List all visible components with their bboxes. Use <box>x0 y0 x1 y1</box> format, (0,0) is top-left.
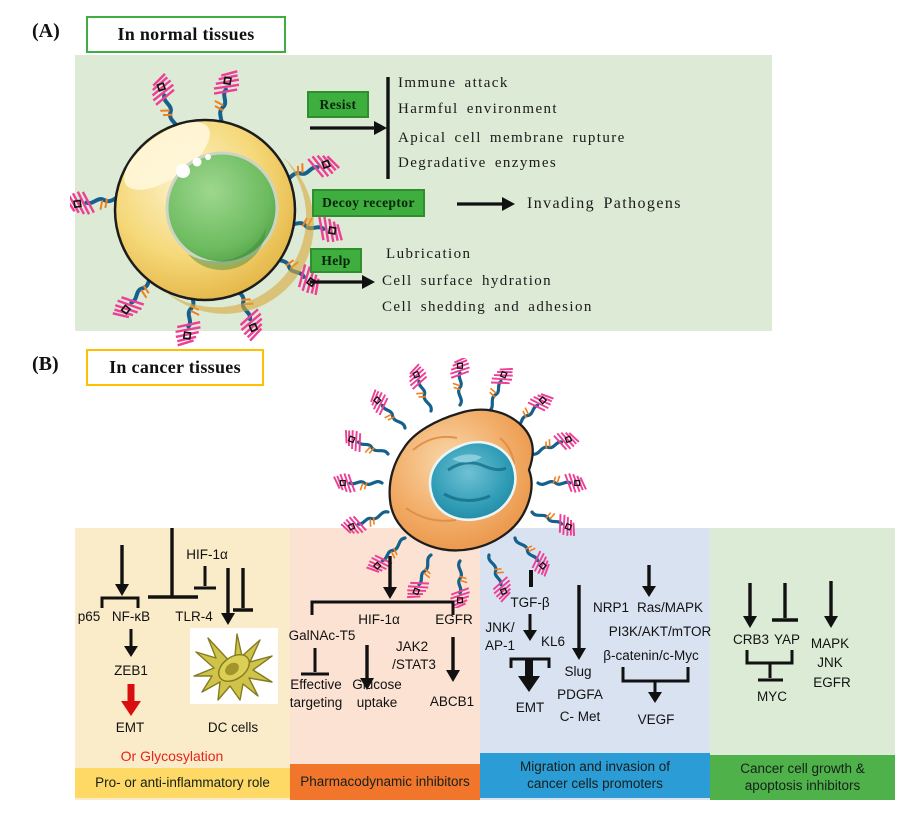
decoy-arrow <box>457 197 515 211</box>
node-crb3: CRB3 <box>732 632 770 647</box>
node-egfr-pharma: EGFR <box>435 612 473 627</box>
resist-item: Degradative enzymes <box>398 155 558 171</box>
pharmacodynamic-arrows <box>301 556 460 690</box>
growth-column-background <box>710 528 895 800</box>
growth-footer-line2: apoptosis inhibitors <box>744 777 861 793</box>
cancer-cell-illustration <box>332 358 588 608</box>
node-emt-inflammatory: EMT <box>115 720 145 735</box>
panel-b-title: In cancer tissues <box>86 349 264 386</box>
help-item: Cell surface hydration <box>382 273 553 289</box>
growth-footer-line1: Cancer cell growth & <box>740 760 865 776</box>
panel-a-title: In normal tissues <box>86 16 286 53</box>
growth-arrows <box>743 581 838 682</box>
node-jnk-ap1: JNK/ <box>485 620 515 635</box>
node-pdgfa: PDGFA <box>557 687 603 702</box>
dc-cell-illustration <box>193 633 273 701</box>
normal-cell-illustration <box>70 65 348 348</box>
migration-footer-line1: Migration and invasion of <box>519 758 671 774</box>
pharmacodynamic-footer-text: Pharmacodynamic inhibitors <box>300 773 470 789</box>
node-glucose-uptake: Glucose <box>352 677 402 692</box>
help-item: Lubrication <box>386 246 472 262</box>
pharmacodynamic-footer: Pharmacodynamic inhibitors <box>290 764 480 800</box>
node-nfkb: NF-κB <box>111 609 151 624</box>
node-tgfb: TGF-β <box>510 595 550 610</box>
decoy-receptor-badge: Decoy receptor <box>312 189 425 217</box>
migration-footer-line2: cancer cells promoters <box>527 775 663 791</box>
inflammatory-arrows <box>100 528 253 657</box>
node-hif1a: HIF-1α <box>186 547 228 562</box>
resist-arrow <box>310 121 387 135</box>
inflammatory-footer: Pro- or anti-inflammatory role <box>75 768 290 798</box>
node-abcb1: ABCB1 <box>429 694 475 709</box>
node-jnk-ap1: AP-1 <box>484 638 516 653</box>
node-glucose-uptake: uptake <box>356 695 398 710</box>
node-myc: MYC <box>757 689 787 704</box>
resist-item: Harmful environment <box>398 101 558 117</box>
node-jak2: JAK2 <box>395 639 429 654</box>
growth-footer: Cancer cell growth & apoptosis inhibitor… <box>710 755 895 800</box>
node-nrp1: NRP1 <box>592 600 630 615</box>
panel-b-label: (B) <box>32 353 59 375</box>
node-stat3: /STAT3 <box>392 657 436 672</box>
node-ras-mapk: Ras/MAPK <box>636 600 704 615</box>
node-kl6: KL6 <box>540 634 566 649</box>
node-egfr-growth: EGFR <box>813 675 851 690</box>
resist-badge: Resist <box>307 91 369 118</box>
zeb1-emt-red-arrow <box>121 684 141 716</box>
node-dc-cells: DC cells <box>207 720 259 735</box>
node-vegf: VEGF <box>637 712 675 727</box>
migration-footer: Migration and invasion of cancer cells p… <box>480 753 710 798</box>
node-beta-catenin-cmyc: β-catenin/c-Myc <box>603 648 699 663</box>
help-badge: Help <box>310 248 362 273</box>
help-badge-text: Help <box>321 252 351 268</box>
node-effective-targeting: Effective <box>290 677 342 692</box>
node-emt-migration: EMT <box>515 700 545 715</box>
decoy-receptor-badge-text: Decoy receptor <box>322 195 415 210</box>
pharmacodynamic-column-background <box>290 528 480 800</box>
decoy-target-text: Invading Pathogens <box>527 195 682 212</box>
node-galnac-t5: GalNAc-T5 <box>288 628 356 643</box>
resist-item: Apical cell membrane rupture <box>398 130 626 146</box>
node-jnk-growth: JNK <box>817 655 843 670</box>
node-yap: YAP <box>773 632 801 647</box>
node-zeb1: ZEB1 <box>114 663 148 678</box>
node-slug: Slug <box>564 664 592 679</box>
resist-badge-text: Resist <box>319 96 357 112</box>
node-p65: p65 <box>77 609 101 624</box>
panel-b-title-text: In cancer tissues <box>109 357 241 377</box>
help-item: Cell shedding and adhesion <box>382 299 593 315</box>
node-hif1a-pharma: HIF-1α <box>358 612 400 627</box>
migration-arrows <box>509 565 690 703</box>
help-arrow <box>310 275 375 289</box>
panel-a-title-text: In normal tissues <box>117 24 255 44</box>
node-pi3k-akt-mtor: PI3K/AKT/mTOR <box>608 624 712 639</box>
inflammatory-footer-text: Pro- or anti-inflammatory role <box>95 774 270 790</box>
node-effective-targeting: targeting <box>289 695 343 710</box>
panel-a-label: (A) <box>32 20 60 42</box>
node-mapk: MAPK <box>810 636 850 651</box>
node-or-glycosylation: Or Glycosylation <box>120 748 224 764</box>
resist-item: Immune attack <box>398 75 509 91</box>
node-tlr4: TLR-4 <box>175 609 213 624</box>
node-cmet: C- Met <box>559 709 601 724</box>
